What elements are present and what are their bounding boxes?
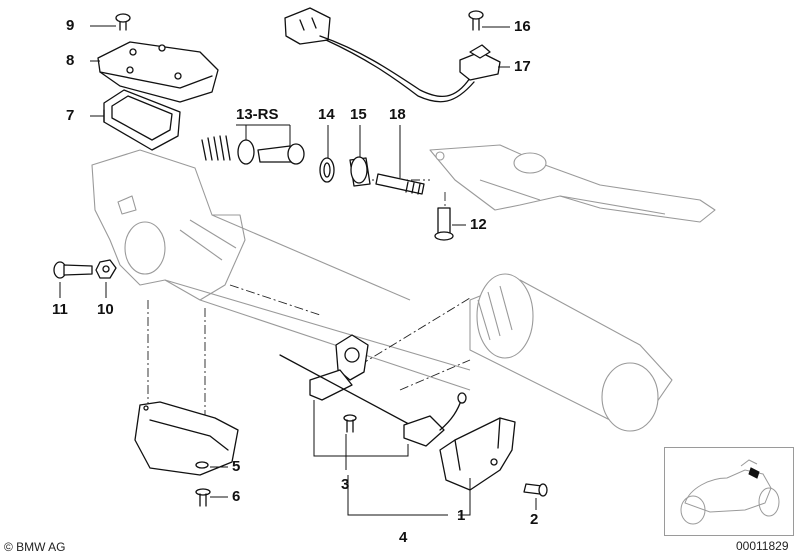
callout-leaders [59, 25, 537, 516]
part-9-screw [115, 13, 131, 31]
locator-thumbnail [664, 447, 794, 536]
part-7-seal [103, 89, 181, 151]
callout-4: 4 [399, 529, 408, 546]
part-5-bracket [134, 401, 239, 476]
handlebar-grip-ghost [469, 273, 673, 432]
callout-13-rs: 13-RS [236, 106, 279, 123]
callout-16: 16 [514, 18, 531, 35]
callout-2: 2 [530, 511, 539, 528]
callout-5: 5 [232, 458, 241, 475]
part-8-cover [97, 41, 219, 103]
part-1-bracket [439, 417, 516, 491]
part-10-nut [95, 259, 117, 279]
callout-7: 7 [66, 107, 75, 124]
callout-14: 14 [318, 106, 335, 123]
part-2-screw [523, 483, 548, 497]
part-3-switch-assembly [279, 334, 467, 447]
part-17-brake-switch [284, 7, 501, 103]
handlebar-fitting-ghost [91, 149, 471, 391]
assembly-centerlines [147, 179, 471, 465]
part-15-bush [349, 156, 371, 187]
callout-10: 10 [97, 301, 114, 318]
part-13-spring-set [201, 135, 305, 165]
callout-9: 9 [66, 17, 75, 34]
brake-lever-ghost [429, 144, 716, 223]
callout-11: 11 [52, 301, 68, 318]
callout-17: 17 [514, 58, 531, 75]
callout-15: 15 [350, 106, 367, 123]
motorcycle-locator-icon [680, 459, 780, 525]
callout-18: 18 [389, 106, 406, 123]
drawing-number: 00011829 [736, 539, 789, 553]
callout-6: 6 [232, 488, 241, 505]
callout-8: 8 [66, 52, 75, 69]
part-12-pivot-screw [434, 207, 454, 241]
part-6-screw [195, 488, 211, 507]
part-11-bolt [53, 261, 93, 279]
callout-12: 12 [470, 216, 487, 233]
part-14-o-ring [319, 157, 335, 183]
copyright-text: © BMW AG [4, 540, 66, 554]
part-18-pin [375, 173, 425, 195]
part-16-screw [468, 10, 484, 31]
callout-3: 3 [341, 476, 350, 493]
callout-1: 1 [457, 507, 466, 524]
